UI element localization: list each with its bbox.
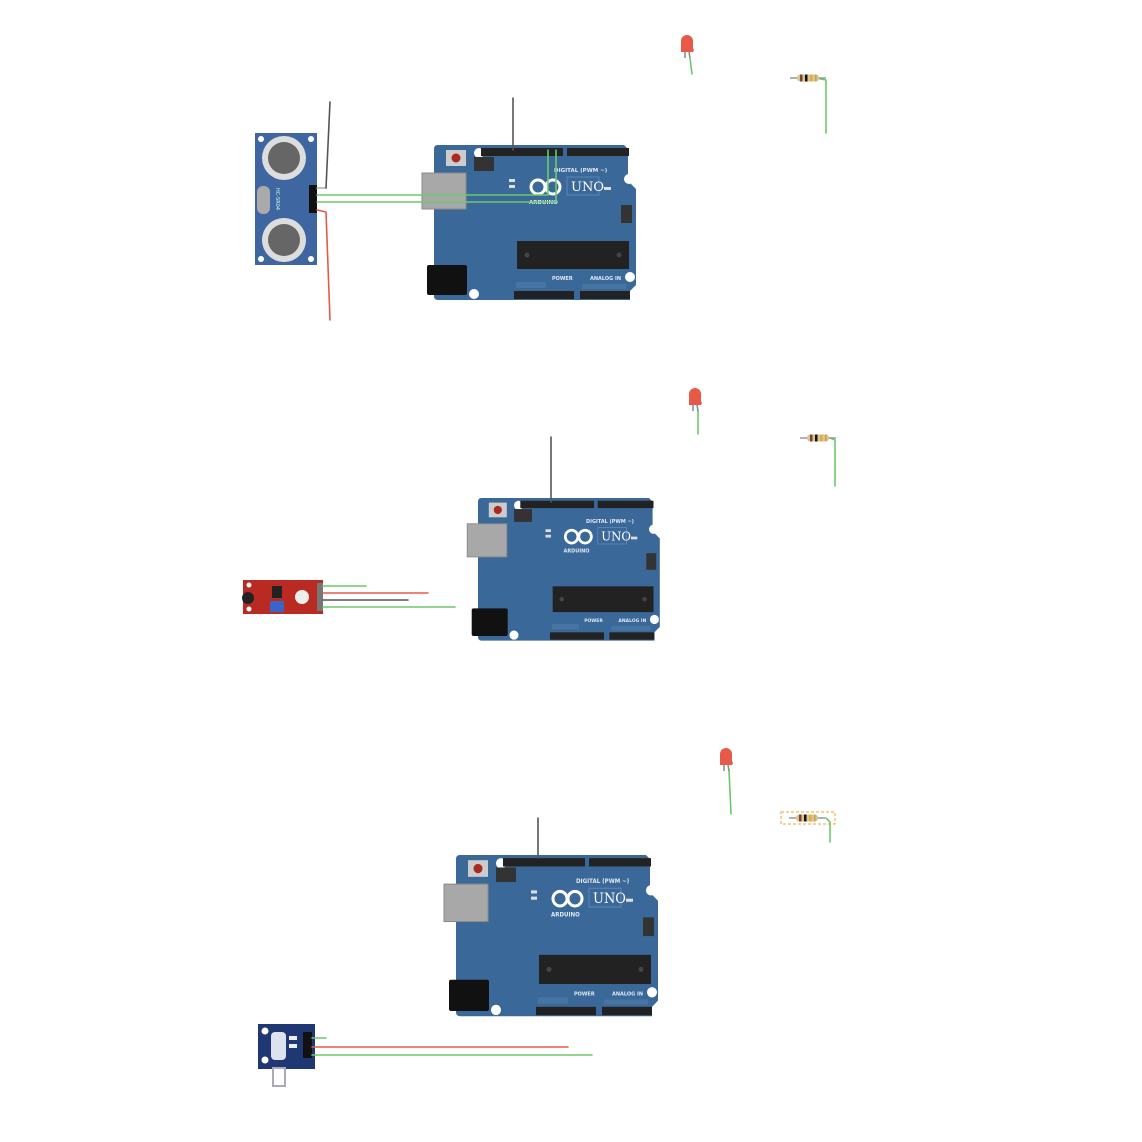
ultrasonic-label: HC-SR04 bbox=[274, 188, 280, 210]
circuit-3: ARDUINO UNO DIGITAL (PWM ~) POWER ANALOG… bbox=[258, 747, 836, 1087]
arduino-uno-2[interactable]: ARDUINO UNO DIGITAL (PWM ~) POWER ANALOG… bbox=[465, 496, 662, 642]
analog-label: ANALOG IN bbox=[590, 276, 621, 282]
digital-label: DIGITAL (PWM ~) bbox=[554, 168, 608, 174]
power-label: POWER bbox=[584, 618, 603, 624]
brand-label: ARDUINO bbox=[529, 200, 558, 206]
brand-label: ARDUINO bbox=[564, 548, 590, 554]
power-label: POWER bbox=[552, 276, 573, 282]
led-3[interactable] bbox=[719, 747, 734, 772]
analog-label: ANALOG IN bbox=[618, 618, 646, 624]
wire-resistor-pin[interactable] bbox=[815, 77, 827, 134]
ir-led-icon bbox=[271, 1032, 286, 1060]
brand-label: ARDUINO bbox=[551, 912, 580, 918]
wire-resistor-pin[interactable] bbox=[825, 817, 831, 843]
potentiometer[interactable] bbox=[270, 601, 284, 612]
model-label: UNO bbox=[571, 180, 604, 195]
resistor-2[interactable] bbox=[799, 433, 837, 443]
wire-led-resistor[interactable] bbox=[728, 769, 732, 815]
resistor-1[interactable] bbox=[789, 73, 827, 83]
wire-resistor-pin[interactable] bbox=[829, 437, 836, 487]
wire-led-resistor[interactable] bbox=[689, 57, 693, 75]
sound-sensor[interactable] bbox=[242, 580, 323, 614]
circuit-1: ARDUINO UNO DIGITAL (PWM ~) POWER ANALOG… bbox=[255, 34, 827, 321]
wire-ground[interactable] bbox=[325, 101, 331, 189]
arduino-uno-1[interactable]: ARDUINO UNO DIGITAL (PWM ~) POWER ANALOG… bbox=[420, 143, 638, 302]
ir-sensor[interactable] bbox=[258, 1024, 315, 1087]
model-label: UNO bbox=[601, 529, 631, 543]
model-label: UNO bbox=[593, 892, 626, 907]
arduino-uno-3[interactable]: ARDUINO UNO DIGITAL (PWM ~) POWER ANALOG… bbox=[442, 853, 660, 1018]
digital-label: DIGITAL (PWM ~) bbox=[586, 519, 634, 525]
microphone-icon bbox=[242, 592, 254, 604]
selection-box bbox=[780, 811, 836, 825]
power-label: POWER bbox=[574, 991, 595, 997]
led-2[interactable] bbox=[688, 387, 703, 412]
led-1[interactable] bbox=[680, 34, 695, 59]
ultrasonic-sensor[interactable]: HC-SR04 bbox=[255, 133, 317, 265]
wire-vcc[interactable] bbox=[316, 209, 331, 321]
digital-label: DIGITAL (PWM ~) bbox=[576, 879, 630, 885]
circuit-2: ARDUINO UNO DIGITAL (PWM ~) POWER ANALOG… bbox=[242, 387, 837, 642]
resistor-3[interactable] bbox=[788, 813, 826, 823]
analog-label: ANALOG IN bbox=[612, 991, 643, 997]
wire-echo[interactable] bbox=[316, 149, 557, 203]
wire-trig[interactable] bbox=[316, 149, 549, 196]
